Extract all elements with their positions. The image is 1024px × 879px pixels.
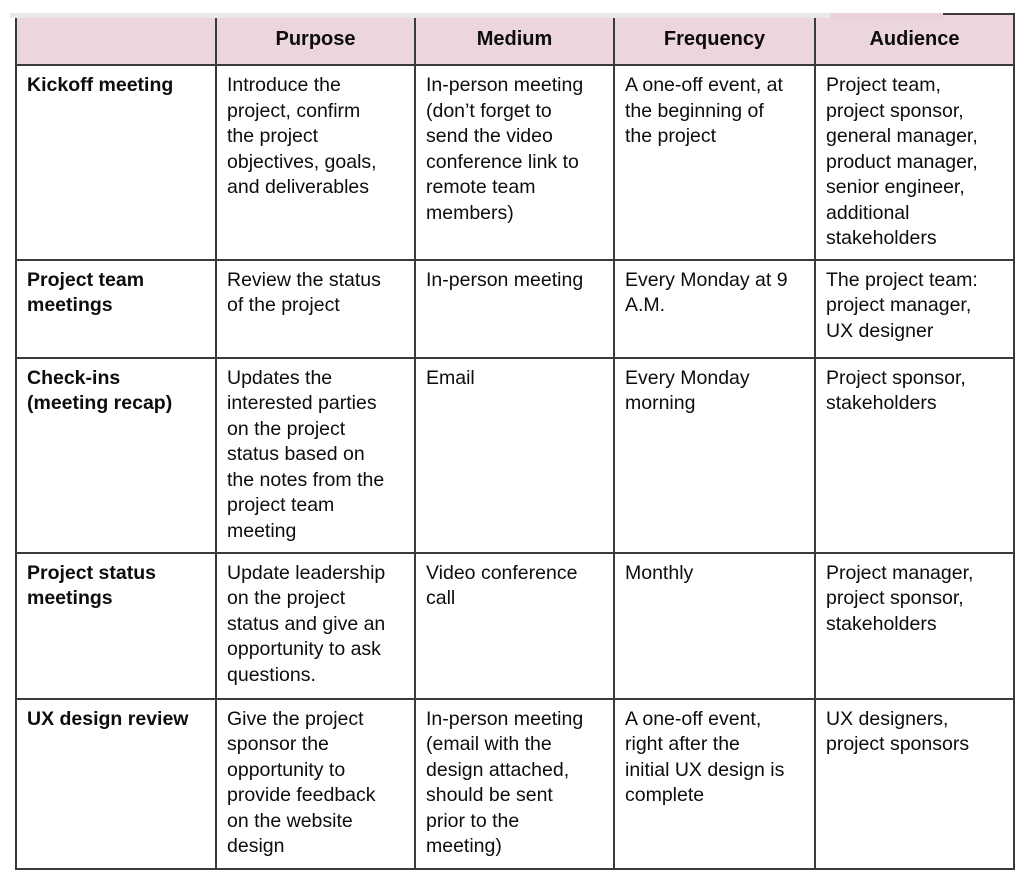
column-header-frequency: Frequency [613, 13, 816, 66]
crop-artifact-strip-pink [830, 13, 943, 19]
cell-medium: Email [414, 356, 615, 554]
cell-purpose: Update leadership on the project status … [215, 551, 416, 700]
column-header-purpose: Purpose [215, 13, 416, 66]
cell-purpose: Introduce the project, confirm the proje… [215, 64, 416, 261]
cell-medium: In-person meeting (email with the design… [414, 697, 615, 870]
cell-frequency: Every Monday at 9 A.M. [613, 258, 816, 359]
cell-frequency: Monthly [613, 551, 816, 700]
cell-medium: Video conference call [414, 551, 615, 700]
cell-purpose: Review the status of the project [215, 258, 416, 359]
table-row-ux-design-review: UX design review Give the project sponso… [15, 697, 1015, 870]
table-row-project-team-meetings: Project team meetings Review the status … [15, 258, 1015, 359]
cell-audience: The project team: project manager, UX de… [814, 258, 1015, 359]
communication-plan-table: Purpose Medium Frequency Audience Kickof… [15, 13, 1015, 870]
table-row-check-ins: Check-ins (meeting recap) Updates the in… [15, 356, 1015, 554]
cell-frequency: Every Monday morning [613, 356, 816, 554]
cell-audience: Project team, project sponsor, general m… [814, 64, 1015, 261]
cell-purpose: Updates the interested parties on the pr… [215, 356, 416, 554]
cell-medium: In-person meeting [414, 258, 615, 359]
row-label: Kickoff meeting [15, 64, 217, 261]
cell-audience: Project sponsor, stakeholders [814, 356, 1015, 554]
corner-cell [15, 13, 217, 66]
cell-medium: In-person meeting (don’t forget to send … [414, 64, 615, 261]
header-row: Purpose Medium Frequency Audience [15, 13, 1015, 66]
table-row-project-status-meetings: Project status meetings Update leadershi… [15, 551, 1015, 700]
crop-artifact-strip-gray [10, 13, 830, 18]
cell-audience: Project manager, project sponsor, stakeh… [814, 551, 1015, 700]
cell-frequency: A one-off event, right after the initial… [613, 697, 816, 870]
row-label: Project status meetings [15, 551, 217, 700]
table-row-kickoff-meeting: Kickoff meeting Introduce the project, c… [15, 64, 1015, 261]
row-label: Project team meetings [15, 258, 217, 359]
row-label: UX design review [15, 697, 217, 870]
cell-frequency: A one-off event, at the beginning of the… [613, 64, 816, 261]
row-label: Check-ins (meeting recap) [15, 356, 217, 554]
cell-purpose: Give the project sponsor the opportunity… [215, 697, 416, 870]
cell-audience: UX designers, project sponsors [814, 697, 1015, 870]
column-header-audience: Audience [814, 13, 1015, 66]
column-header-medium: Medium [414, 13, 615, 66]
